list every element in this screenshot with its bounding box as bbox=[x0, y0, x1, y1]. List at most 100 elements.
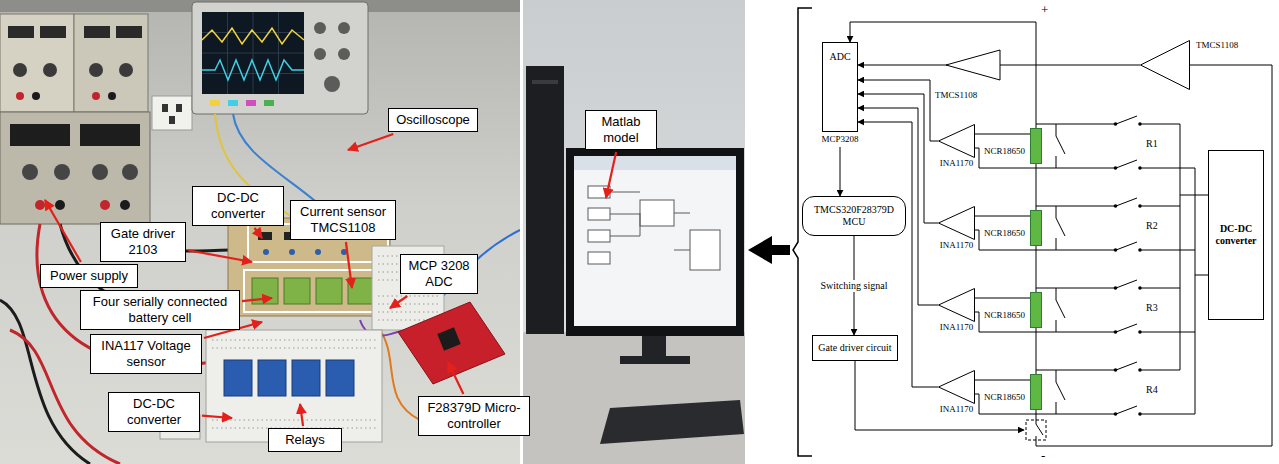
bypass-switch bbox=[1056, 218, 1065, 236]
battery-cell bbox=[1030, 292, 1042, 328]
relay-switch bbox=[1116, 280, 1137, 288]
sensor-label: TMCS1108 bbox=[1196, 40, 1238, 51]
power-supply bbox=[22, 164, 38, 180]
circuit-wire bbox=[1142, 370, 1181, 371]
amplifier-symbol bbox=[938, 124, 975, 158]
pc-photo bbox=[566, 148, 744, 336]
relay-contact bbox=[1138, 412, 1142, 416]
amplifier-symbol bbox=[939, 289, 975, 322]
pc-photo bbox=[588, 208, 610, 220]
callout-arrow bbox=[202, 416, 232, 418]
circuit-wire bbox=[1036, 206, 1114, 207]
cell-label: NCR18650 bbox=[984, 310, 1025, 321]
relay-contact bbox=[1138, 204, 1142, 208]
callout-label: Relays bbox=[274, 432, 336, 448]
oscilloscope bbox=[210, 100, 220, 106]
power-supply bbox=[10, 124, 70, 146]
circuit-wire bbox=[1036, 370, 1114, 371]
pc-photo bbox=[532, 80, 558, 84]
circuit-label: + bbox=[1041, 2, 1048, 17]
relay-board bbox=[326, 360, 354, 396]
power-supply bbox=[92, 164, 108, 180]
oscilloscope bbox=[314, 48, 326, 60]
callout-label: Four serially connected battery cell bbox=[86, 294, 234, 326]
switch-box bbox=[1026, 420, 1046, 440]
callout-label: Matlab model bbox=[591, 114, 651, 146]
callout-arrow bbox=[45, 200, 81, 262]
callout-arrow bbox=[300, 404, 303, 426]
relay-board bbox=[212, 340, 376, 428]
circuit-label: - bbox=[1041, 448, 1045, 463]
oscilloscope bbox=[246, 100, 256, 106]
relay-board bbox=[292, 360, 320, 396]
amplifier-symbol bbox=[938, 206, 975, 240]
battery-cell bbox=[1030, 374, 1042, 410]
relay-switch bbox=[1116, 324, 1137, 332]
power-supply bbox=[84, 26, 110, 38]
relay-contact bbox=[1138, 166, 1142, 170]
battery-cell-node: NCR18650 bbox=[984, 128, 1042, 164]
edge-label: Switching signal bbox=[819, 280, 890, 292]
converter-board bbox=[315, 249, 321, 255]
oscilloscope bbox=[202, 12, 304, 94]
callout-box: F28379D Micro-controller bbox=[418, 396, 530, 436]
bench-photo bbox=[0, 0, 520, 464]
power-supply bbox=[32, 92, 40, 100]
relay-switch bbox=[1116, 198, 1137, 206]
cell-label: NCR18650 bbox=[984, 392, 1025, 403]
bypass-switch bbox=[1056, 124, 1057, 136]
callout-box: Power supply bbox=[40, 264, 138, 288]
amplifier-symbol bbox=[946, 50, 1000, 80]
callout-arrow bbox=[606, 152, 616, 198]
relay-switch bbox=[1116, 362, 1137, 370]
bypass-switch bbox=[1056, 320, 1057, 332]
power-supply bbox=[89, 63, 103, 77]
callout-label: DC-DC converter bbox=[114, 396, 194, 428]
relay-board bbox=[224, 360, 252, 396]
adc-block: ADCMCP3208 bbox=[808, 42, 872, 145]
oscilloscope bbox=[314, 22, 326, 34]
callout-label: Gate driver 2103 bbox=[106, 226, 180, 258]
pc-photo bbox=[520, 0, 745, 464]
circuit-wire bbox=[1142, 288, 1181, 289]
circuit-wire bbox=[850, 22, 1036, 42]
oscilloscope bbox=[338, 48, 350, 60]
circuit-wire bbox=[1142, 124, 1181, 125]
relay-switch bbox=[1116, 406, 1137, 414]
cell-label: NCR18650 bbox=[984, 228, 1025, 239]
connector bbox=[858, 80, 938, 141]
bypass-switch bbox=[1056, 402, 1057, 414]
callout-label: INA117 Voltage sensor bbox=[96, 338, 196, 370]
callout-label: Power supply bbox=[46, 268, 132, 284]
relay-contact bbox=[1138, 286, 1142, 290]
oscilloscope bbox=[202, 60, 304, 80]
current-sensor-symbol bbox=[1141, 41, 1190, 90]
power-supply bbox=[92, 92, 100, 100]
relay-contact bbox=[1138, 248, 1142, 252]
amplifier-label: INA1170 bbox=[926, 240, 987, 251]
bypass-switch bbox=[1056, 136, 1065, 154]
converter-box: DC-DC converter bbox=[1208, 150, 1264, 320]
connector bbox=[975, 298, 1030, 299]
cables bbox=[0, 300, 90, 464]
connector bbox=[975, 380, 1030, 381]
callout-label: F28379D Micro-controller bbox=[424, 400, 524, 432]
callout-box: Four serially connected battery cell bbox=[80, 290, 240, 330]
converter-text: DC-DC converter bbox=[1211, 223, 1261, 247]
power-supply bbox=[80, 124, 140, 146]
part-label: MCP3208 bbox=[796, 134, 884, 145]
circuit-wire bbox=[1142, 168, 1196, 169]
pc-photo bbox=[642, 336, 666, 358]
bypass-switch bbox=[1056, 156, 1057, 168]
pc-photo bbox=[588, 252, 610, 264]
callout-box: Relays bbox=[268, 428, 342, 452]
pc-photo bbox=[520, 0, 745, 464]
wall-socket bbox=[152, 96, 192, 130]
callout-box: Matlab model bbox=[585, 110, 657, 150]
pc-photo bbox=[520, 0, 523, 464]
circuit-wire bbox=[1036, 332, 1114, 333]
callout-box: Oscilloscope bbox=[388, 108, 478, 132]
cell-label: NCR18650 bbox=[984, 146, 1025, 157]
oscilloscope bbox=[228, 100, 238, 106]
callout-box: Gate driver 2103 bbox=[100, 222, 186, 262]
